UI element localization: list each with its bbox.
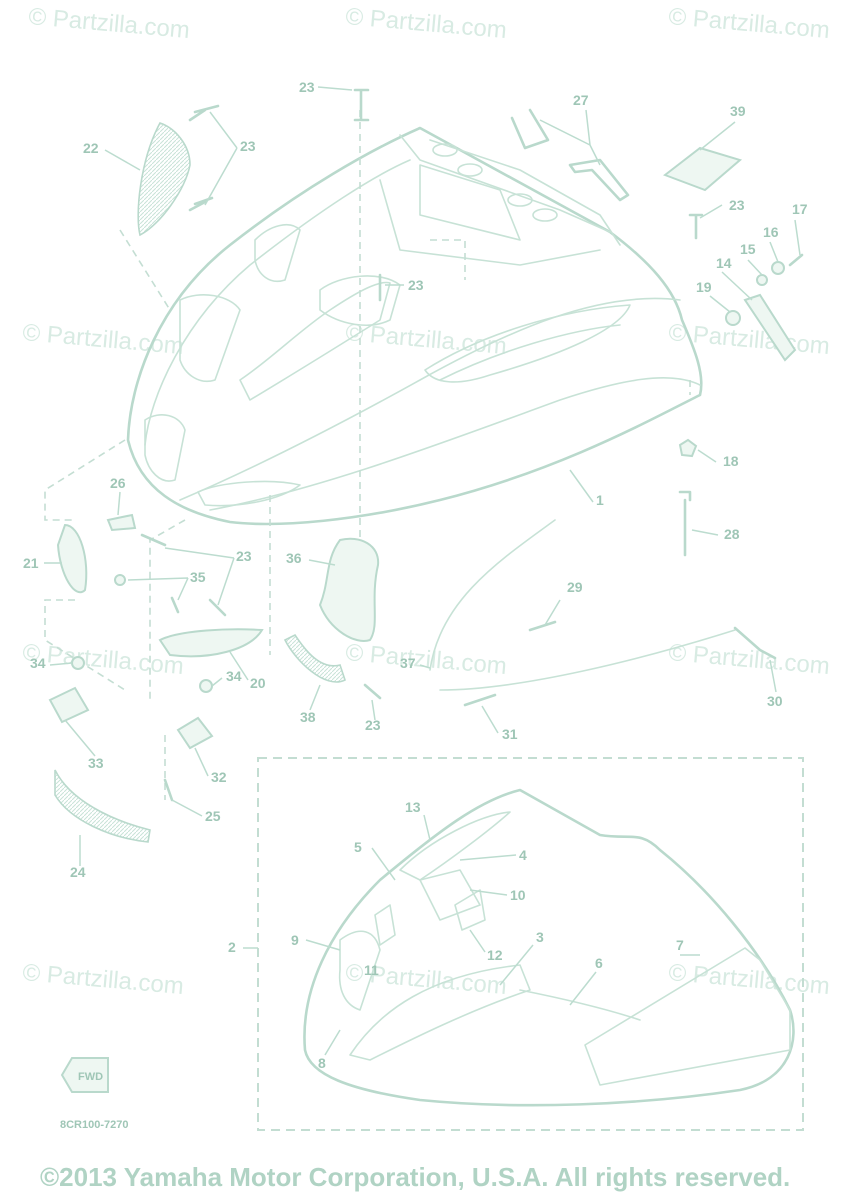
callout-6: 6 [595,955,603,971]
watermark: © Partzilla.com [344,3,507,44]
callout-26: 26 [110,475,126,491]
callout-10: 10 [510,887,526,903]
callout-4: 4 [519,847,527,863]
callout-15: 15 [740,241,756,257]
watermark: © Partzilla.com [27,3,190,44]
callout-23: 23 [408,277,424,293]
callout-29: 29 [567,579,583,595]
callout-25: 25 [205,808,221,824]
callout-22: 22 [83,140,99,156]
callout-35: 35 [190,569,206,585]
callout-13: 13 [405,799,421,815]
callout-14: 14 [716,255,732,271]
callout-1: 1 [596,492,604,508]
watermark: © Partzilla.com [667,3,830,44]
callout-23: 23 [365,717,381,733]
leader-lines [44,86,801,1056]
callout-3: 3 [536,929,544,945]
fwd-label: FWD [78,1071,103,1083]
callout-12: 12 [487,947,503,963]
callout-17: 17 [792,201,808,217]
callout-2: 2 [228,939,236,955]
hood-assembly [126,126,703,526]
callout-39: 39 [730,103,746,119]
leader-dashes [44,110,691,800]
callout-33: 33 [88,755,104,771]
callout-32: 32 [211,769,227,785]
watermark: © Partzilla.com [21,639,184,680]
callout-21: 21 [23,555,39,571]
callout-5: 5 [354,839,362,855]
watermark: © Partzilla.com [21,959,184,1000]
callout-8: 8 [318,1055,326,1071]
callout-30: 30 [767,693,783,709]
callout-23: 23 [729,197,745,213]
callout-37: 37 [400,655,416,671]
callout-34: 34 [226,668,242,684]
callout-20: 20 [250,675,266,691]
callout-16: 16 [763,224,779,240]
callout-7: 7 [676,937,684,953]
callout-34: 34 [30,655,46,671]
callout-9: 9 [291,932,299,948]
callout-38: 38 [300,709,316,725]
callout-11: 11 [364,962,379,978]
callout-27: 27 [573,92,589,108]
diagram-code: 8CR100-7270 [60,1119,129,1131]
callout-18: 18 [723,453,739,469]
small-parts [48,88,804,843]
callouts: 1 2 3 4 5 6 7 8 9 10 11 12 13 14 15 16 1… [23,79,808,1071]
copyright-notice: ©2013 Yamaha Motor Corporation, U.S.A. A… [40,1162,790,1192]
inset-hood-2 [257,757,804,1131]
callout-24: 24 [70,864,86,880]
callout-31: 31 [502,726,518,742]
watermark: © Partzilla.com [344,639,507,680]
reflector-22 [137,122,191,237]
callout-23: 23 [236,548,252,564]
callout-23: 23 [240,138,256,154]
callout-19: 19 [696,279,712,295]
watermark: © Partzilla.com [667,639,830,680]
callout-23: 23 [299,79,315,95]
callout-28: 28 [724,526,740,542]
fwd-arrow-icon: FWD [60,1057,109,1093]
callout-36: 36 [286,550,302,566]
watermark: © Partzilla.com [667,319,830,360]
